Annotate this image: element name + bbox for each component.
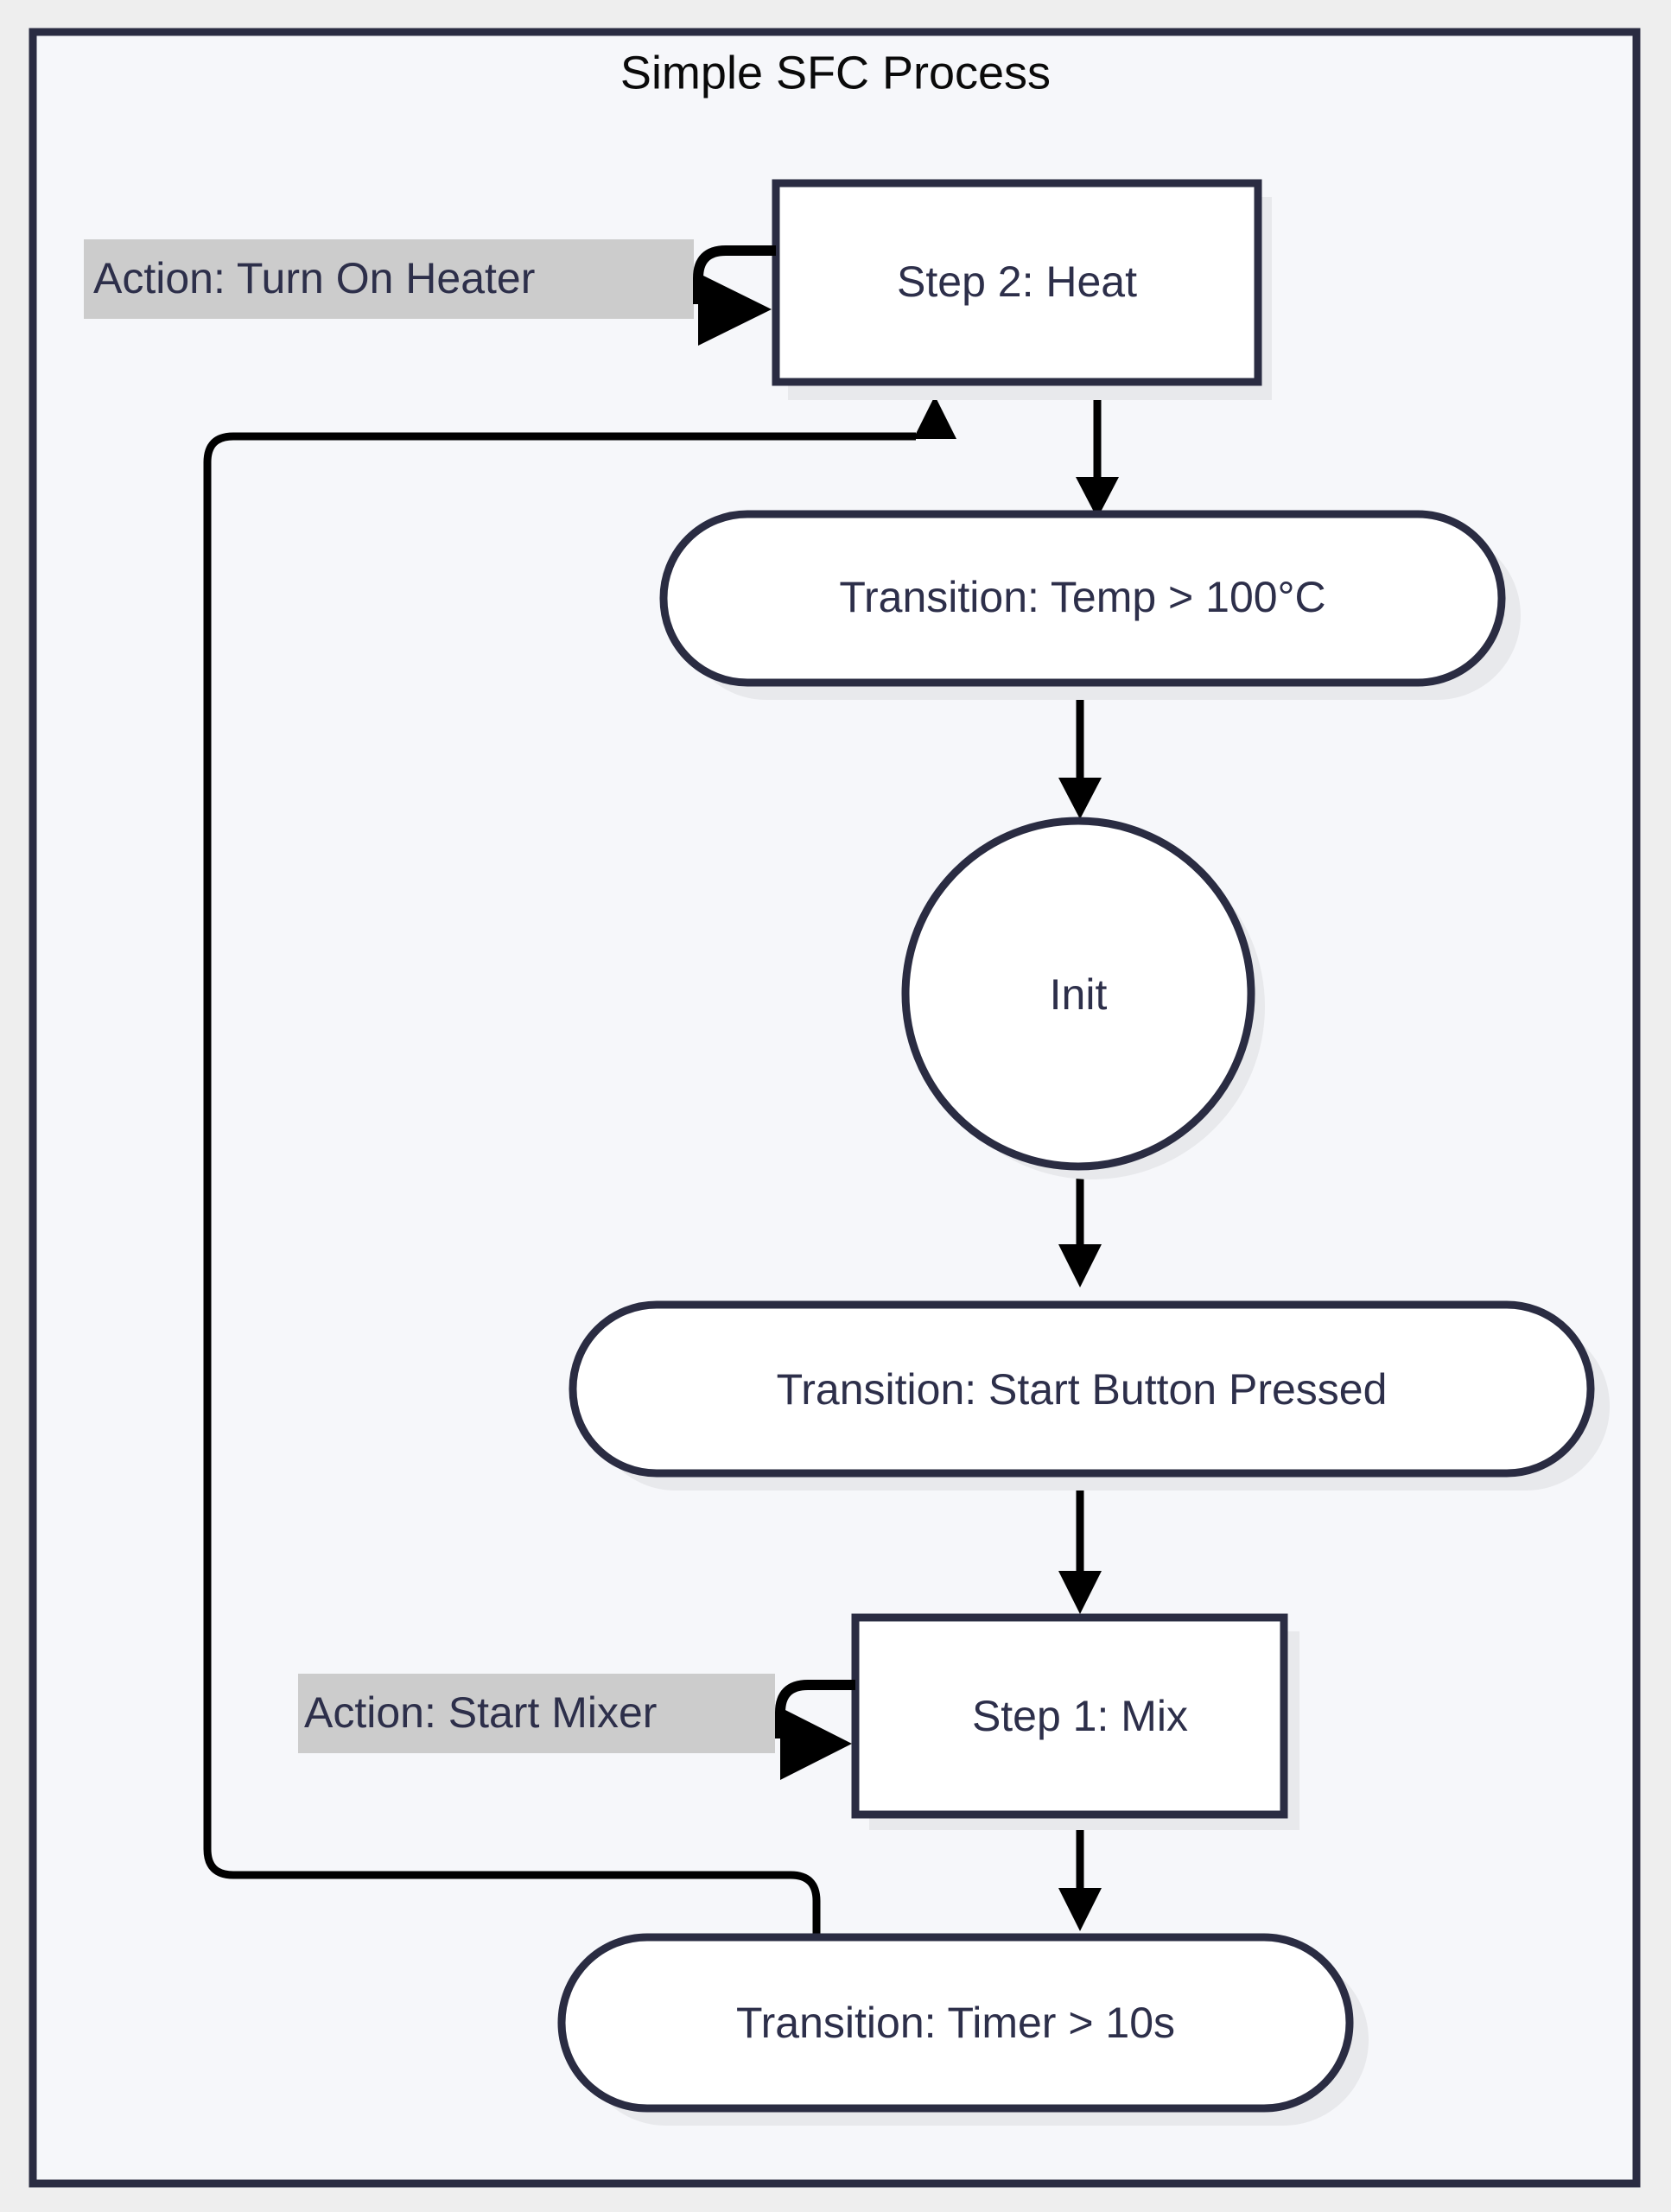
node-step1-mix[interactable]: Step 1: Mix: [851, 1613, 1299, 1830]
edge-trans-timer-to-step2-feedback: [203, 396, 956, 1940]
action-heater-label: Action: Turn On Heater: [93, 254, 535, 302]
edge-init-to-trans-start: [1058, 1171, 1102, 1287]
node-transition-start[interactable]: Transition: Start Button Pressed: [569, 1300, 1610, 1491]
step2-box[interactable]: [772, 179, 1262, 386]
trans-start-label: Transition: Start Button Pressed: [777, 1365, 1388, 1414]
init-label: Init: [1050, 970, 1108, 1019]
action-mixer-arrowhead: [780, 1707, 852, 1780]
edge-trans-start-to-step1: [1058, 1484, 1102, 1614]
node-transition-temp[interactable]: Transition: Temp > 100°C: [659, 510, 1521, 700]
trans-start-box[interactable]: [569, 1300, 1595, 1478]
trans-temp-label: Transition: Temp > 100°C: [839, 573, 1325, 621]
action-turn-on-heater[interactable]: Action: Turn On Heater: [84, 239, 776, 346]
init-circle[interactable]: [901, 817, 1255, 1171]
trans-timer-label: Transition: Timer > 10s: [736, 1999, 1175, 2047]
node-step2-heat[interactable]: Step 2: Heat: [772, 179, 1272, 400]
edge-trans-temp-to-init: [1058, 691, 1102, 819]
action-start-mixer[interactable]: Action: Start Mixer: [298, 1674, 855, 1780]
action-heater-arrowhead: [698, 273, 772, 346]
step1-box[interactable]: [851, 1613, 1288, 1819]
step2-label: Step 2: Heat: [897, 257, 1137, 306]
trans-temp-box[interactable]: [659, 510, 1506, 687]
node-transition-timer[interactable]: Transition: Timer > 10s: [557, 1933, 1369, 2126]
page-title: Simple SFC Process: [620, 47, 1051, 99]
action-heater-background: [84, 239, 694, 319]
action-mixer-label: Action: Start Mixer: [304, 1688, 657, 1737]
action-mixer-background: [298, 1674, 775, 1753]
step1-label: Step 1: Mix: [972, 1692, 1188, 1740]
node-init[interactable]: Init: [901, 817, 1265, 1179]
trans-timer-box[interactable]: [557, 1933, 1354, 2113]
